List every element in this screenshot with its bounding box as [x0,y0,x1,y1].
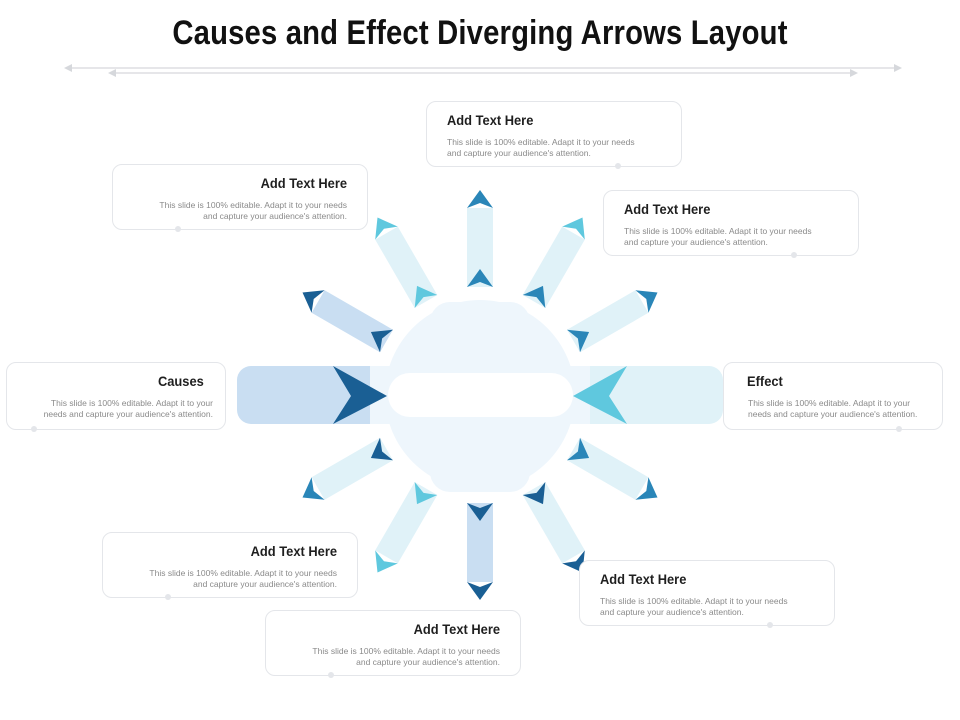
arrow-shaft [375,226,438,308]
card-title: Add Text Here [447,112,534,128]
arrowhead-icon [467,190,493,208]
arrowhead-icon [302,477,325,500]
arrow-spoke [567,290,658,353]
text-card-lower-left: Add Text Here This slide is 100% editabl… [102,532,358,600]
causes-card: Causes This slide is 100% editable. Adap… [6,362,226,432]
arrow-spoke [375,482,438,573]
effect-card: Effect This slide is 100% editable. Adap… [723,362,943,432]
text-card-bottom: Add Text Here This slide is 100% editabl… [265,610,521,678]
card-title: Add Text Here [624,201,711,217]
arrow-spoke [302,290,393,353]
card-body: This slide is 100% editable. Adapt it to… [624,226,812,247]
card-body: This slide is 100% editable. Adapt it to… [312,646,500,667]
arrow-shaft [467,208,493,287]
arrowhead-icon [302,290,325,313]
arrow-tail-icon [414,482,438,505]
text-card-upper-left: Add Text Here This slide is 100% editabl… [112,164,368,232]
arrow-tail-icon [567,437,590,461]
text-card-top: Add Text Here This slide is 100% editabl… [426,101,682,169]
effect-arrowhead-icon [573,366,627,424]
causes-title: Causes [157,373,204,389]
arrowhead-icon [635,477,658,500]
card-body: This slide is 100% editable. Adapt it to… [149,568,337,589]
arrow-spoke [522,482,585,573]
arrow-spoke [522,217,585,308]
card-title: Add Text Here [250,543,337,559]
effect-title: Effect [747,373,783,389]
arrowhead-icon [467,582,493,600]
causes-body: This slide is 100% editable. Adapt it to… [43,398,213,419]
arrow-shaft [567,290,649,353]
arrow-shaft [567,437,649,500]
page-title: Causes and Effect Diverging Arrows Layou… [172,14,788,52]
arrow-tail-icon [567,329,590,353]
causes-arrowhead-icon [333,366,387,424]
effect-body: This slide is 100% editable. Adapt it to… [748,398,918,419]
arrow-tail-icon [467,269,493,287]
arrow-shaft [522,226,585,308]
arrow-tail-icon [370,329,393,353]
arrow-tail-icon [522,482,546,505]
card-title: Add Text Here [413,621,500,637]
arrow-shaft [467,503,493,582]
arrow-shaft [311,437,393,500]
card-title: Add Text Here [600,571,687,587]
center-label-pill [388,373,573,417]
text-card-upper-right: Add Text Here This slide is 100% editabl… [603,190,859,258]
arrow-shaft [311,290,393,353]
card-body: This slide is 100% editable. Adapt it to… [159,200,347,221]
arrow-spoke [302,437,393,500]
arrowhead-icon [375,550,398,573]
arrow-spoke [467,190,493,287]
arrow-shaft [522,482,585,564]
title-underline [64,64,902,77]
text-card-lower-right: Add Text Here This slide is 100% editabl… [579,560,835,628]
arrowhead-icon [375,217,398,240]
card-title: Add Text Here [260,175,347,191]
arrow-tail-icon [370,437,393,461]
arrowhead-icon [562,217,585,240]
arrow-spoke [467,503,493,600]
arrow-spoke [375,217,438,308]
arrow-tail-icon [522,285,546,308]
arrowhead-icon [635,290,658,313]
arrow-shaft [375,482,438,564]
arrow-tail-icon [467,503,493,521]
arrow-tail-icon [414,285,438,308]
arrow-spoke [567,437,658,500]
card-body: This slide is 100% editable. Adapt it to… [600,596,788,617]
card-body: This slide is 100% editable. Adapt it to… [447,137,635,158]
